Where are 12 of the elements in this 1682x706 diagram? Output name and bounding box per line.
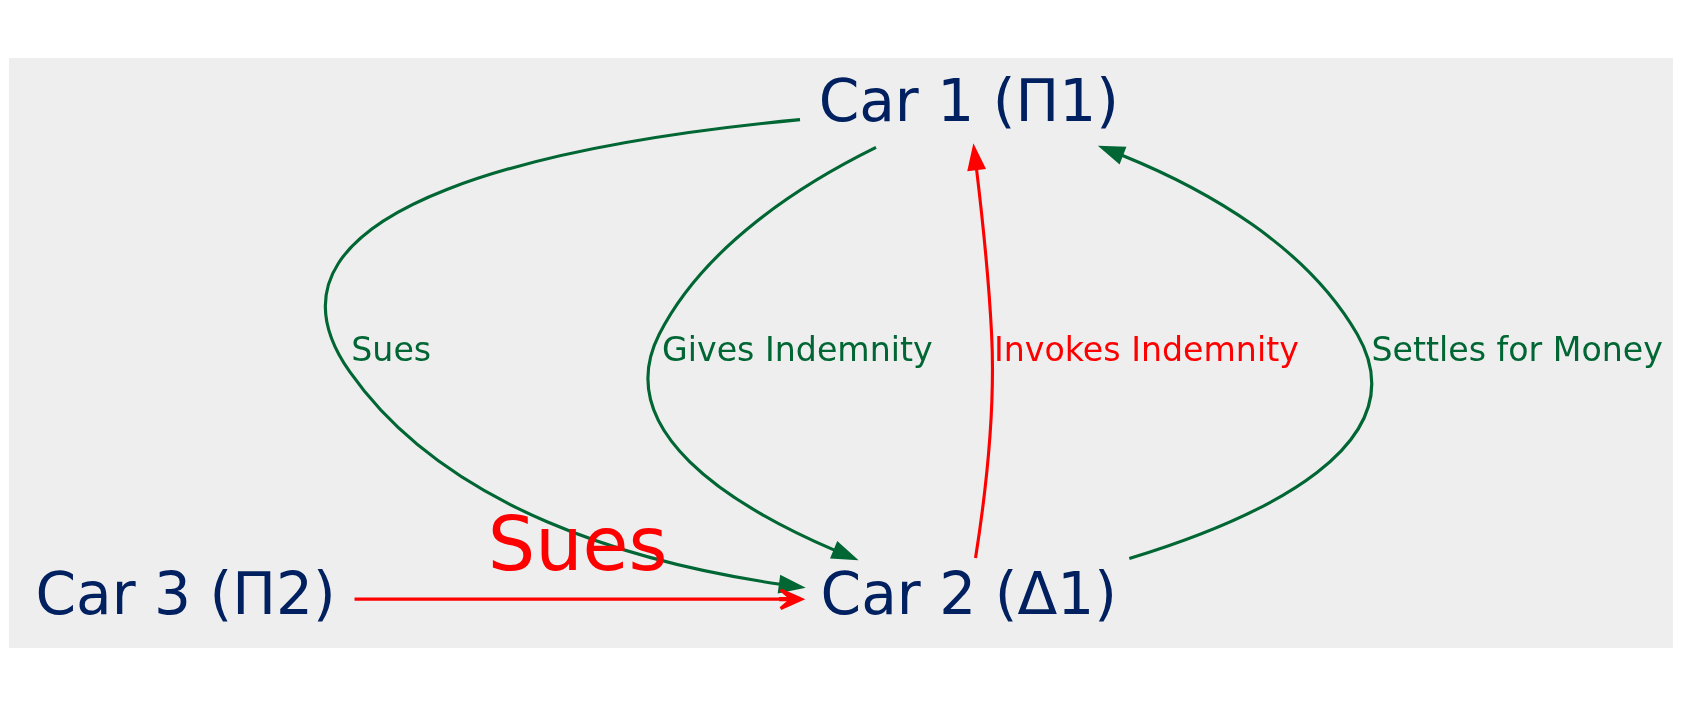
arrow <box>967 143 994 559</box>
arrow <box>646 146 877 561</box>
node-text: Car 2 (Δ1) <box>820 559 1117 628</box>
edge-label: Sues <box>351 329 432 369</box>
edge-label: Invokes Indemnity <box>993 329 1299 369</box>
arrow <box>354 588 803 611</box>
node-text: Car 1 (Π1) <box>818 67 1119 136</box>
node-text: Car 3 (Π2) <box>35 559 336 628</box>
edge-label: Settles for Money <box>1371 329 1663 369</box>
arrow <box>1097 145 1373 560</box>
edge-label: Gives Indemnity <box>662 329 933 369</box>
arrow <box>325 118 806 594</box>
